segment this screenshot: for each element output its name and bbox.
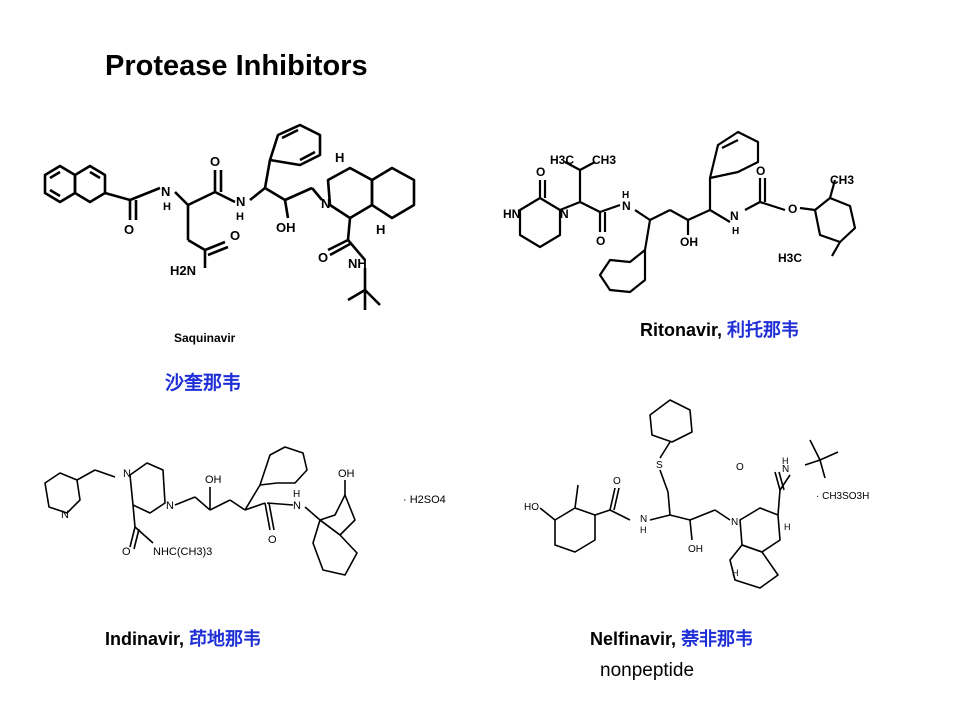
nelfinavir-n-1: N (640, 514, 647, 525)
nelfinavir-ho: HO (524, 502, 539, 513)
indinavir-n-pyr: N (61, 509, 69, 521)
nelfinavir-h-4: H (732, 568, 739, 578)
ritonavir-chinese: 利托那韦 (727, 320, 800, 340)
nelfinavir-salt: · CH3SO3H (816, 491, 869, 502)
ritonavir-h-1: H (622, 190, 629, 201)
ritonavir-oh: OH (680, 235, 698, 249)
saquinavir-nh: NH (348, 256, 367, 271)
indinavir-name: Indinavir, (105, 629, 185, 649)
ritonavir-structure: H3C CH3 O HN N O N H OH N H O O CH3 H3C (503, 130, 857, 294)
indinavir-n-1: N (123, 468, 131, 480)
saquinavir-h-3: H (335, 150, 344, 165)
ritonavir-ch3-2: CH3 (830, 173, 854, 187)
ritonavir-h-2: H (732, 226, 739, 237)
saquinavir-structure: O N H O O H2N N H OH N H H O NH (43, 123, 416, 310)
saquinavir-o-2: O (210, 154, 220, 169)
indinavir-caption: Indinavir, 茚地那韦 (105, 625, 261, 651)
ritonavir-n-1: N (560, 207, 569, 221)
indinavir-o-1: O (122, 546, 131, 558)
nelfinavir-n-2: N (731, 517, 738, 528)
nelfinavir-h-2: H (782, 456, 789, 466)
ritonavir-o-3: O (756, 164, 765, 178)
saquinavir-h-2: H (236, 211, 244, 223)
ritonavir-o-2: O (596, 234, 605, 248)
ritonavir-hn: HN (503, 207, 520, 221)
saquinavir-n-3: N (321, 196, 330, 211)
ritonavir-n-3: N (730, 209, 739, 223)
saquinavir-o-1: O (124, 222, 134, 237)
nelfinavir-structure: S HO O N H OH N O N H H H · CH3SO3H (524, 399, 869, 589)
saquinavir-h2n: H2N (170, 263, 196, 278)
nelfinavir-chinese: 萘非那韦 (681, 629, 754, 649)
saquinavir-chinese: 沙奎那韦 (165, 373, 242, 394)
saquinavir-h-1: H (163, 201, 171, 213)
saquinavir-o-4: O (318, 250, 328, 265)
saquinavir-o-3: O (230, 228, 240, 243)
indinavir-n-2: N (166, 500, 174, 512)
indinavir-n-3: N (293, 500, 301, 512)
indinavir-h: H (293, 489, 300, 500)
indinavir-salt: · H2SO4 (403, 494, 446, 506)
nelfinavir-caption: Nelfinavir, 萘非那韦 (590, 625, 753, 651)
saquinavir-n-1: N (161, 184, 170, 199)
indinavir-oh-1: OH (205, 474, 222, 486)
ritonavir-o-4: O (788, 202, 797, 216)
saquinavir-n-2: N (236, 194, 245, 209)
ritonavir-name: Ritonavir, (640, 320, 723, 340)
ritonavir-ch3-1: CH3 (592, 153, 616, 167)
ritonavir-caption: Ritonavir, 利托那韦 (640, 316, 799, 342)
nelfinavir-s: S (656, 460, 663, 471)
ritonavir-h3c-2: H3C (778, 251, 802, 265)
indinavir-oh-2: OH (338, 468, 355, 480)
indinavir-chinese: 茚地那韦 (189, 629, 262, 649)
indinavir-structure: N N N OH O NHC(CH3)3 O N H OH · H2SO4 (44, 446, 446, 576)
slide-title: Protease Inhibitors (105, 50, 368, 82)
nelfinavir-n-3: N (782, 464, 789, 475)
indinavir-o-2: O (268, 534, 277, 546)
nelfinavir-h-3: H (784, 522, 791, 532)
nelfinavir-name: Nelfinavir, (590, 629, 677, 649)
ritonavir-o-1: O (536, 165, 545, 179)
nelfinavir-h-1: H (640, 525, 647, 535)
nelfinavir-o-2: O (736, 462, 744, 473)
saquinavir-h-4: H (376, 222, 385, 237)
nelfinavir-oh: OH (688, 544, 703, 555)
indinavir-nhc: NHC(CH3)3 (153, 546, 212, 558)
nelfinavir-note: nonpeptide (600, 660, 695, 681)
ritonavir-h3c: H3C (550, 153, 574, 167)
saquinavir-oh: OH (276, 220, 296, 235)
ritonavir-n-2: N (622, 199, 631, 213)
nelfinavir-o-1: O (613, 476, 621, 487)
saquinavir-label: Saquinavir (174, 331, 236, 345)
